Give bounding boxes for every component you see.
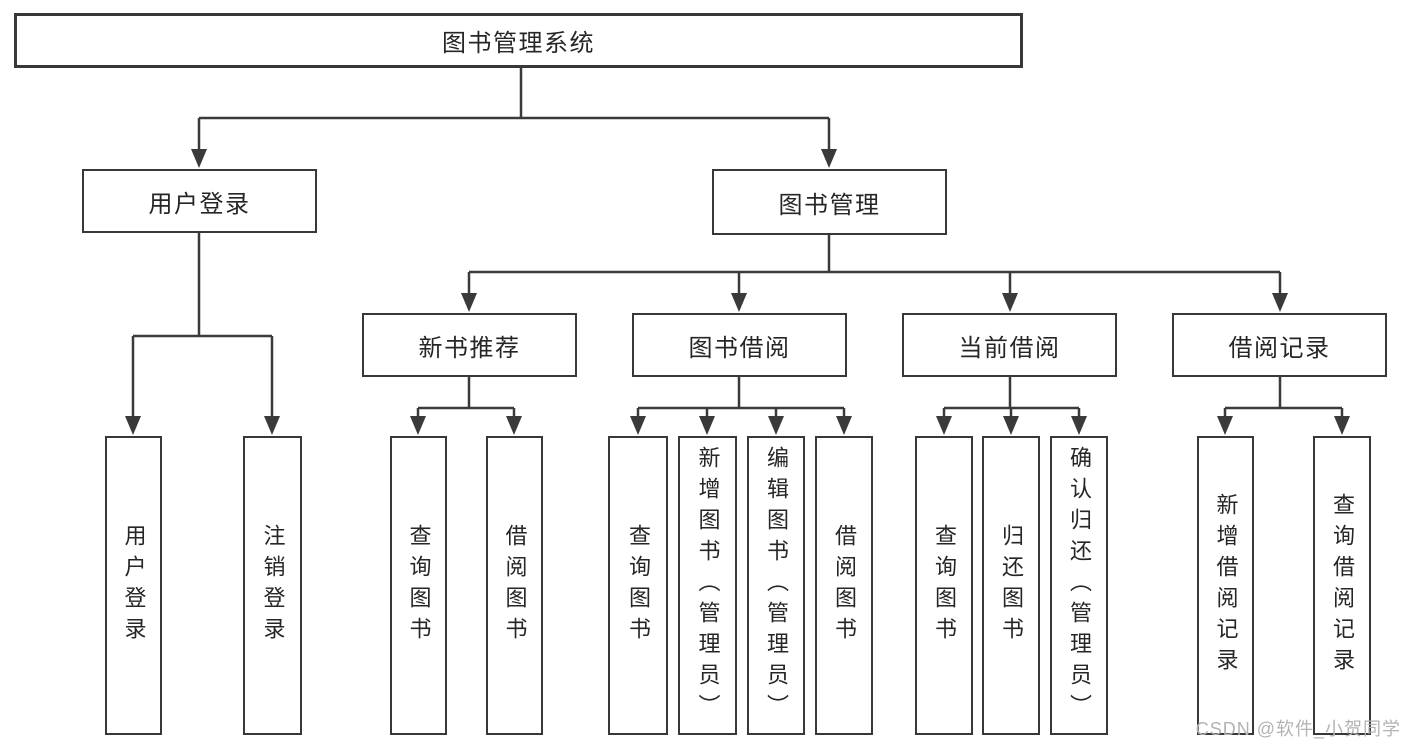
connector-line: [1223, 377, 1344, 422]
arrowhead-icon: [410, 416, 426, 435]
arrowhead-icon: [1003, 416, 1019, 435]
node-label: 图书管理系统: [442, 30, 595, 57]
arrowhead-icon: [630, 416, 646, 435]
connector-line: [942, 377, 1081, 422]
connector-group: [1217, 377, 1350, 435]
connector-group: [630, 377, 852, 435]
leaf-query-book-borrow: 查询图书: [608, 436, 668, 735]
node-label: 注销登录: [260, 523, 286, 648]
leaf-add-borrow-record: 新增借阅记录: [1197, 436, 1254, 735]
node-user-login: 用户登录: [82, 169, 317, 233]
arrowhead-icon: [1002, 293, 1018, 312]
leaf-add-book-admin: 新增图书（管理员）: [678, 436, 737, 735]
arrowhead-icon: [731, 293, 747, 312]
node-label: 新增借阅记录: [1213, 492, 1239, 679]
arrowhead-icon: [699, 416, 715, 435]
node-book-borrowing: 图书借阅: [632, 313, 847, 377]
node-label: 新增图书（管理员）: [695, 446, 721, 725]
arrowhead-icon: [1334, 416, 1350, 435]
node-label: 借阅图书: [502, 523, 528, 648]
connector-line: [197, 68, 831, 155]
leaf-query-book-current: 查询图书: [915, 436, 973, 735]
connector-line: [467, 235, 1282, 299]
arrowhead-icon: [191, 149, 207, 168]
arrowhead-icon: [836, 416, 852, 435]
node-label: 用户登录: [121, 523, 147, 648]
connector-line: [416, 377, 516, 422]
node-book-management: 图书管理: [712, 169, 947, 235]
leaf-logout: 注销登录: [243, 436, 302, 735]
leaf-return-book: 归还图书: [982, 436, 1040, 735]
node-label: 确认归还（管理员）: [1067, 446, 1092, 725]
arrowhead-icon: [821, 149, 837, 168]
connector-line: [636, 377, 846, 422]
connector-group: [461, 235, 1288, 312]
node-label: 借阅图书: [832, 523, 857, 648]
arrowhead-icon: [1071, 416, 1087, 435]
node-label: 编辑图书（管理员）: [764, 446, 789, 725]
node-label: 图书借阅: [688, 334, 791, 362]
arrowhead-icon: [461, 293, 477, 312]
node-borrowing-records: 借阅记录: [1172, 313, 1387, 377]
arrowhead-icon: [1217, 416, 1233, 435]
node-new-book-recommend: 新书推荐: [362, 313, 577, 377]
leaf-user-login: 用户登录: [105, 436, 162, 735]
leaf-borrow-book: 借阅图书: [815, 436, 873, 735]
node-label: 查询图书: [406, 523, 432, 648]
node-library-system: 图书管理系统: [14, 13, 1023, 68]
arrowhead-icon: [1272, 293, 1288, 312]
node-label: 查询图书: [932, 523, 957, 648]
leaf-borrow-book-recommend: 借阅图书: [486, 436, 543, 735]
arrowhead-icon: [768, 416, 784, 435]
node-label: 借阅记录: [1228, 334, 1331, 362]
node-label: 归还图书: [999, 523, 1024, 648]
arrowhead-icon: [936, 416, 952, 435]
leaf-query-book-recommend: 查询图书: [390, 436, 447, 735]
leaf-confirm-return-admin: 确认归还（管理员）: [1050, 436, 1108, 735]
node-label: 图书管理: [778, 191, 881, 219]
node-label: 用户登录: [148, 190, 251, 218]
connector-group: [936, 377, 1087, 435]
arrowhead-icon: [125, 416, 141, 435]
node-label: 新书推荐: [418, 334, 521, 362]
connector-group: [410, 377, 522, 435]
connector-group: [125, 233, 280, 435]
leaf-edit-book-admin: 编辑图书（管理员）: [747, 436, 805, 735]
node-current-borrowing: 当前借阅: [902, 313, 1117, 377]
leaf-query-borrow-record: 查询借阅记录: [1313, 436, 1371, 735]
connector-group: [191, 68, 837, 168]
node-label: 查询借阅记录: [1330, 492, 1355, 679]
node-label: 当前借阅: [958, 334, 1061, 362]
arrowhead-icon: [264, 416, 280, 435]
csdn-watermark: CSDN @软件_小贺同学: [1195, 719, 1401, 739]
node-label: 查询图书: [626, 523, 651, 648]
arrowhead-icon: [506, 416, 522, 435]
connector-line: [131, 233, 274, 422]
